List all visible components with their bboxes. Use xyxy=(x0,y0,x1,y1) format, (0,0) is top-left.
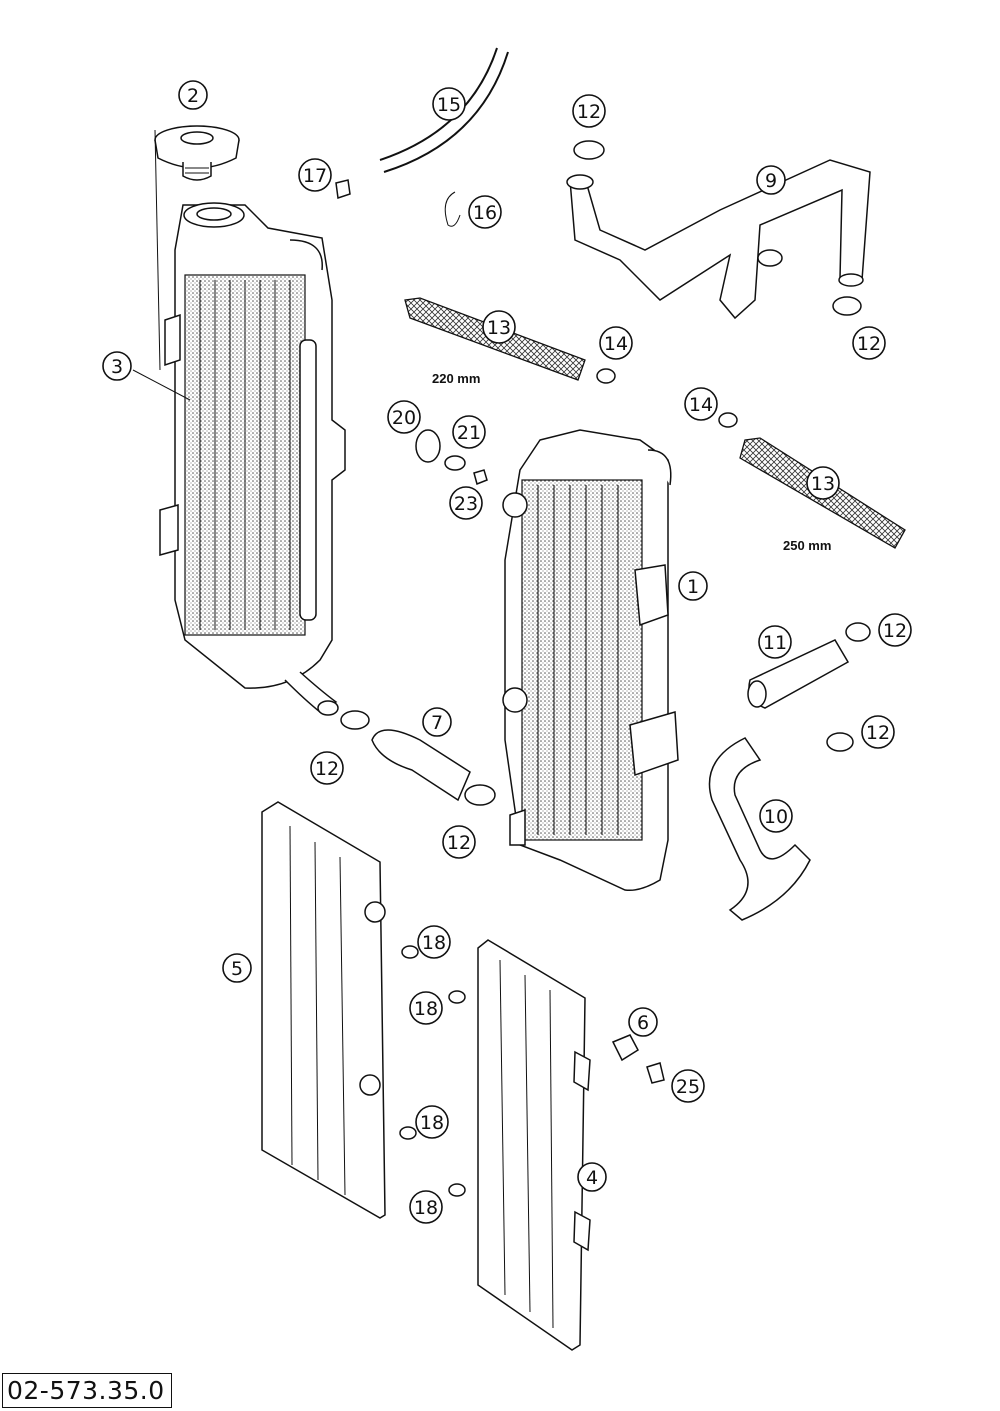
callout-12-top: 12 xyxy=(572,94,606,128)
svg-text:9: 9 xyxy=(765,170,777,192)
svg-text:16: 16 xyxy=(473,202,497,224)
callout-12-right-mid: 12 xyxy=(878,613,912,647)
svg-text:23: 23 xyxy=(454,493,478,515)
svg-text:18: 18 xyxy=(420,1112,444,1134)
svg-text:13: 13 xyxy=(487,317,511,339)
bent-hose xyxy=(708,737,811,921)
callout-20: 20 xyxy=(387,400,421,434)
callout-14-lower: 14 xyxy=(684,387,718,421)
svg-text:12: 12 xyxy=(883,620,907,642)
fasteners xyxy=(335,179,665,1197)
y-hose xyxy=(566,159,871,320)
svg-text:12: 12 xyxy=(315,758,339,780)
callout-18-b: 18 xyxy=(409,991,443,1025)
callout-5: 5 xyxy=(222,953,252,983)
callout-4: 4 xyxy=(577,1162,607,1192)
callout-17: 17 xyxy=(298,158,332,192)
callout-13-lower: 13 xyxy=(806,466,840,500)
svg-text:15: 15 xyxy=(437,94,461,116)
svg-text:21: 21 xyxy=(457,422,481,444)
callout-3: 3 xyxy=(102,351,132,381)
svg-text:6: 6 xyxy=(637,1012,649,1034)
callout-18-c: 18 xyxy=(415,1105,449,1139)
svg-text:1: 1 xyxy=(687,576,699,598)
callout-18-d: 18 xyxy=(409,1190,443,1224)
callout-7: 7 xyxy=(422,707,452,737)
dimension-label-250: 250 mm xyxy=(783,538,831,553)
left-radiator-spoiler xyxy=(261,801,386,1219)
svg-text:10: 10 xyxy=(764,806,788,828)
hose-clamps xyxy=(340,140,871,806)
svg-text:3: 3 xyxy=(111,356,123,378)
svg-text:11: 11 xyxy=(763,632,787,654)
svg-text:5: 5 xyxy=(231,958,243,980)
callout-1: 1 xyxy=(678,571,708,601)
callout-23: 23 xyxy=(449,486,483,520)
svg-text:12: 12 xyxy=(866,722,890,744)
callout-11: 11 xyxy=(758,625,792,659)
leader-line xyxy=(132,369,191,401)
svg-text:14: 14 xyxy=(689,394,713,416)
svg-text:2: 2 xyxy=(187,85,199,107)
svg-text:25: 25 xyxy=(676,1076,700,1098)
straight-hose xyxy=(747,639,850,709)
svg-text:4: 4 xyxy=(586,1167,598,1189)
callout-14-upper: 14 xyxy=(599,326,633,360)
callout-15: 15 xyxy=(432,87,466,121)
diagram-reference-code: 02-573.35.0 xyxy=(2,1373,172,1408)
svg-text:12: 12 xyxy=(577,101,601,123)
callout-12-right-lower: 12 xyxy=(861,715,895,749)
leader-line xyxy=(154,129,161,371)
callout-18-a: 18 xyxy=(417,925,451,959)
callout-9: 9 xyxy=(756,165,786,195)
callout-12-center: 12 xyxy=(442,825,476,859)
callout-16: 16 xyxy=(468,195,502,229)
svg-text:18: 18 xyxy=(414,998,438,1020)
lower-hose xyxy=(371,729,471,802)
right-radiator-spoiler xyxy=(477,939,591,1351)
callout-12-right-upper: 12 xyxy=(852,326,886,360)
svg-text:12: 12 xyxy=(857,333,881,355)
svg-text:13: 13 xyxy=(811,473,835,495)
svg-text:17: 17 xyxy=(303,165,327,187)
radiator-cap xyxy=(154,125,240,181)
callout-6: 6 xyxy=(628,1007,658,1037)
callout-21: 21 xyxy=(452,415,486,449)
callout-10: 10 xyxy=(759,799,793,833)
svg-text:18: 18 xyxy=(414,1197,438,1219)
svg-text:14: 14 xyxy=(604,333,628,355)
dimension-label-220: 220 mm xyxy=(432,371,480,386)
right-radiator xyxy=(502,429,679,892)
callout-25: 25 xyxy=(671,1069,705,1103)
svg-text:7: 7 xyxy=(431,712,443,734)
svg-text:20: 20 xyxy=(392,407,416,429)
callout-2: 2 xyxy=(178,80,208,110)
callout-12-left: 12 xyxy=(310,751,344,785)
svg-text:18: 18 xyxy=(422,932,446,954)
callout-13-upper: 13 xyxy=(482,310,516,344)
left-radiator xyxy=(159,202,346,716)
svg-text:12: 12 xyxy=(447,832,471,854)
